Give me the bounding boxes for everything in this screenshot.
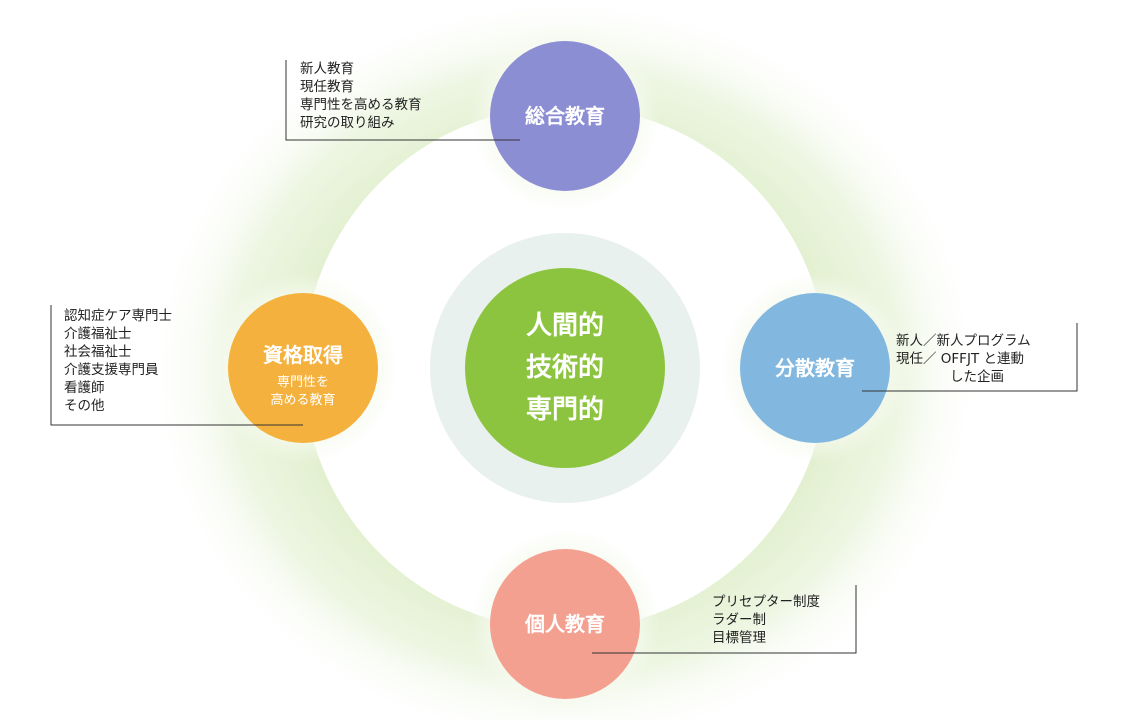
left-node-subtitle-2: 高める教育 bbox=[270, 392, 335, 408]
top-node-title: 総合教育 bbox=[525, 104, 605, 128]
center-circle bbox=[465, 268, 665, 468]
top-note-4: 研究の取り組み bbox=[300, 115, 395, 131]
right-node-title: 分散教育 bbox=[775, 356, 855, 380]
top-note-bracket bbox=[285, 60, 520, 141]
left-node-circle bbox=[228, 293, 378, 443]
left-note-5: 看護師 bbox=[64, 380, 105, 396]
bottom-note-1: プリセプター制度 bbox=[712, 594, 820, 610]
right-note-2: 現任／ OFFJT と連動 bbox=[896, 351, 1024, 367]
right-node-circle bbox=[740, 293, 890, 443]
left-note-bracket bbox=[50, 305, 303, 426]
right-note-3: した企画 bbox=[950, 368, 1004, 385]
top-node-circle bbox=[490, 41, 640, 191]
bottom-node-circle bbox=[490, 549, 640, 699]
center-line-2: 技術的 bbox=[526, 352, 604, 383]
top-note-2: 現任教育 bbox=[300, 79, 354, 95]
left-node-subtitle-1: 専門性を bbox=[277, 375, 329, 390]
left-note-6: その他 bbox=[64, 398, 105, 414]
right-note-bracket bbox=[862, 323, 1078, 392]
right-note-1: 新人／新人プログラム bbox=[896, 333, 1031, 349]
bottom-node-title: 個人教育 bbox=[524, 612, 605, 636]
left-node-title: 資格取得 bbox=[263, 343, 343, 367]
left-note-2: 介護福祉士 bbox=[64, 326, 132, 342]
left-note-3: 社会福祉士 bbox=[64, 344, 132, 360]
top-note-3: 専門性を高める教育 bbox=[300, 96, 422, 113]
bottom-note-2: ラダー制 bbox=[712, 612, 766, 628]
left-note-4: 介護支援専門員 bbox=[64, 362, 159, 378]
bottom-note-3: 目標管理 bbox=[712, 630, 766, 646]
center-line-3: 専門的 bbox=[526, 394, 604, 425]
left-note-1: 認知症ケア専門士 bbox=[64, 307, 172, 324]
top-note-1: 新人教育 bbox=[300, 61, 354, 77]
bottom-note-bracket bbox=[592, 585, 857, 654]
center-line-1: 人間的 bbox=[526, 310, 604, 341]
